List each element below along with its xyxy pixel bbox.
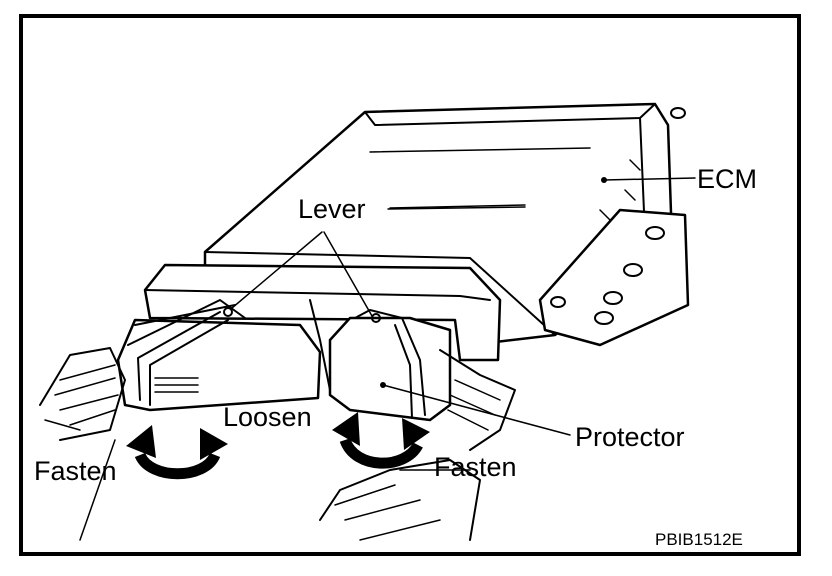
leader-lines [231, 177, 696, 436]
figure-code: PBIB1512E [655, 530, 743, 549]
lever-label: Lever [298, 194, 366, 224]
figure-frame [19, 14, 801, 556]
left-connector [116, 299, 322, 412]
protector-label: Protector [575, 422, 685, 452]
right-rotation-arrow [332, 412, 430, 469]
right-connector [328, 309, 452, 422]
fasten-left-label: Fasten [34, 456, 117, 486]
left-harness [39, 347, 126, 541]
fasten-right-label: Fasten [434, 452, 517, 482]
right-harness [319, 349, 516, 541]
loosen-label: Loosen [223, 402, 312, 432]
left-rotation-arrow [126, 425, 228, 480]
ecm-label: ECM [697, 164, 757, 194]
